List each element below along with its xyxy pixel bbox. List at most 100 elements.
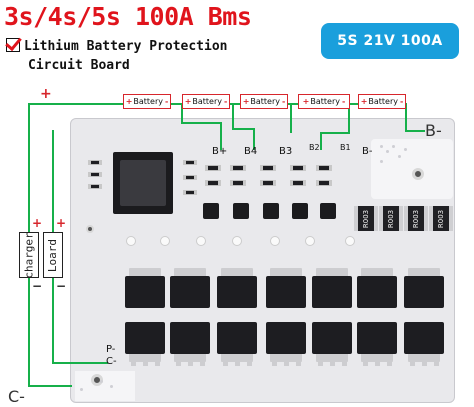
checkmark-icon xyxy=(6,38,20,52)
transistor xyxy=(292,203,308,219)
mosfet-leg xyxy=(200,358,205,366)
balance-resistor xyxy=(230,165,246,171)
control-ic-surface xyxy=(120,160,166,206)
subtitle-line-2: Circuit Board xyxy=(28,58,130,73)
smd-resistor xyxy=(183,160,197,165)
shunt-resistor: R003 xyxy=(429,206,453,231)
balance-resistor xyxy=(260,165,276,171)
smd-resistor xyxy=(88,184,102,189)
subtitle-text-1: Lithium Battery Protection xyxy=(24,39,228,54)
mosfet xyxy=(357,322,397,362)
mosfet-leg xyxy=(296,358,301,366)
load-minus-sign: − xyxy=(56,279,67,293)
led xyxy=(270,236,280,246)
led xyxy=(196,236,206,246)
transistor xyxy=(320,203,336,219)
mosfet-leg xyxy=(422,358,427,366)
balance-resistor xyxy=(316,180,332,186)
mosfet xyxy=(125,268,165,308)
mosfet xyxy=(312,322,352,362)
battery-cell-2: +Battery- xyxy=(182,94,230,109)
mosfet-leg xyxy=(188,358,193,366)
mosfet-leg xyxy=(272,358,277,366)
b-minus-pad-area xyxy=(371,139,453,199)
mosfet-leg xyxy=(235,358,240,366)
balance-resistor xyxy=(205,180,221,186)
charger-minus-sign: − xyxy=(32,279,43,293)
product-title: 3s/4s/5s 100A Bms xyxy=(4,2,252,31)
mosfet-leg xyxy=(342,358,347,366)
battery-cell-3: +Battery- xyxy=(240,94,288,109)
led xyxy=(160,236,170,246)
battery-cell-5: +Battery- xyxy=(358,94,406,109)
b1-label: B1 xyxy=(340,143,351,152)
mosfet xyxy=(404,268,444,308)
load-box: Loard xyxy=(43,232,63,278)
battery-cell-4: +Battery- xyxy=(298,94,350,109)
smd-resistor xyxy=(88,160,102,165)
spec-badge: 5S 21V 100A xyxy=(321,23,459,59)
mosfet xyxy=(266,322,306,362)
balance-resistor xyxy=(205,165,221,171)
smd-resistor xyxy=(88,172,102,177)
transistor xyxy=(233,203,249,219)
charger-box: charger xyxy=(19,232,39,278)
balance-resistor xyxy=(260,180,276,186)
mount-hole xyxy=(86,225,94,233)
wire-b-minus-right xyxy=(405,130,425,132)
b-plus-label: B+ xyxy=(212,146,228,157)
wire-bottom-left xyxy=(28,385,72,387)
c-minus-label: C- xyxy=(8,387,25,406)
mosfet-leg xyxy=(131,358,136,366)
b-minus-label: B- xyxy=(425,121,442,140)
mosfet-leg xyxy=(434,358,439,366)
led xyxy=(126,236,136,246)
balance-resistor xyxy=(316,165,332,171)
c-minus-small-label: C- xyxy=(106,356,117,367)
mosfet xyxy=(312,268,352,308)
mosfet-leg xyxy=(284,358,289,366)
load-plus-sign: + xyxy=(56,216,67,230)
led xyxy=(305,236,315,246)
wire-b-minus-down xyxy=(405,103,407,131)
b4-label: B4 xyxy=(244,146,258,157)
mosfet-leg xyxy=(223,358,228,366)
balance-resistor xyxy=(290,165,306,171)
b-minus-small-label: B- xyxy=(362,146,373,157)
transistor xyxy=(263,203,279,219)
mosfet-leg xyxy=(176,358,181,366)
b2-label: B2 xyxy=(309,143,320,152)
shunt-resistor: R003 xyxy=(404,206,428,231)
shunt-resistor: R003 xyxy=(354,206,378,231)
smd-resistor xyxy=(183,190,197,195)
mosfet xyxy=(217,322,257,362)
subtitle-line-1: Lithium Battery Protection xyxy=(6,38,228,54)
c-minus-pad-area xyxy=(75,371,135,401)
mosfet xyxy=(357,268,397,308)
mosfet-leg xyxy=(155,358,160,366)
wire-top-left xyxy=(28,103,124,105)
mosfet-leg xyxy=(410,358,415,366)
b3-label: B3 xyxy=(279,146,293,157)
mosfet-leg xyxy=(143,358,148,366)
mosfet-leg xyxy=(363,358,368,366)
mosfet xyxy=(170,268,210,308)
mosfet xyxy=(125,322,165,362)
led xyxy=(345,236,355,246)
mosfet xyxy=(217,268,257,308)
mosfet-leg xyxy=(375,358,380,366)
mosfet xyxy=(170,322,210,362)
balance-resistor xyxy=(290,180,306,186)
mosfet-leg xyxy=(247,358,252,366)
charger-plus-sign: + xyxy=(32,216,43,230)
mosfet-leg xyxy=(330,358,335,366)
mosfet xyxy=(266,268,306,308)
smd-resistor xyxy=(183,175,197,180)
mount-hole xyxy=(412,168,424,180)
wire-p-minus xyxy=(52,362,108,364)
mosfet xyxy=(404,322,444,362)
led xyxy=(232,236,242,246)
battery-cell-1: +Battery- xyxy=(123,94,171,109)
p-minus-label: P- xyxy=(106,344,116,355)
battery-plus-sign: + xyxy=(40,86,52,102)
